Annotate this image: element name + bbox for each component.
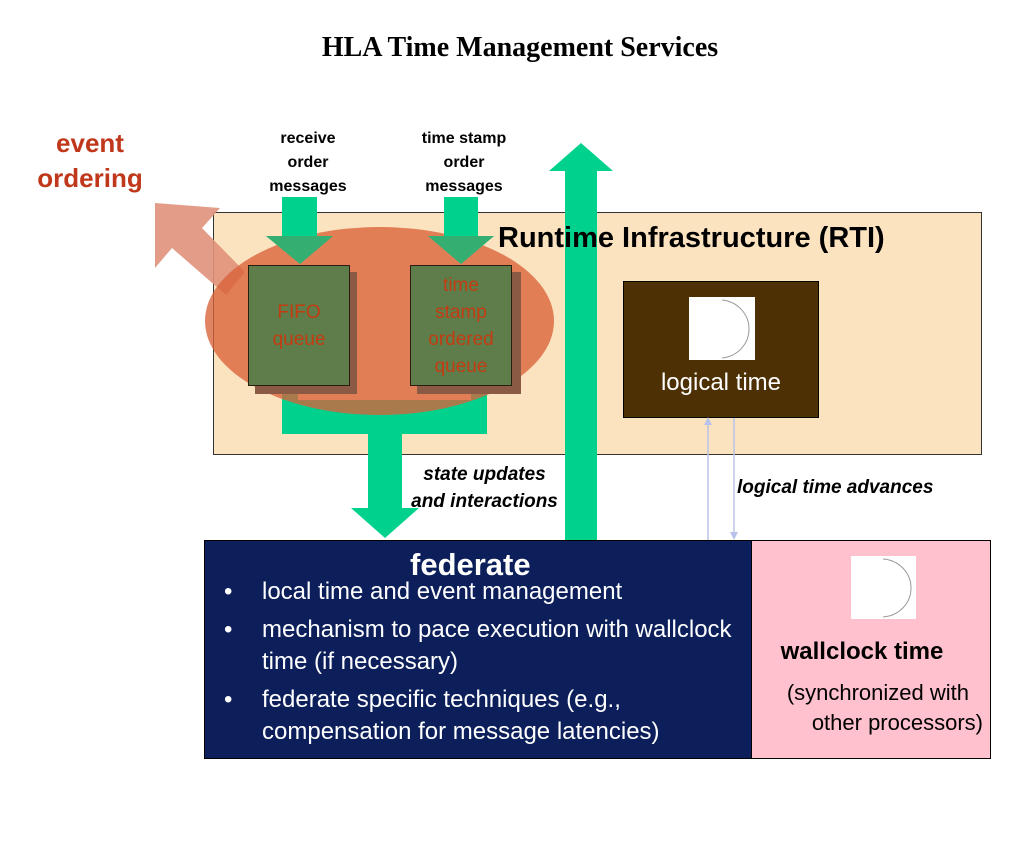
bullet-dot: • xyxy=(224,578,233,605)
bullet-dot: • xyxy=(224,616,233,643)
event-ordering-line1: event xyxy=(56,128,124,158)
wallclock-icon xyxy=(851,556,916,619)
bullet-text: federate specific techniques (e.g., comp… xyxy=(262,686,660,745)
state-updates-line2: and interactions xyxy=(411,491,558,512)
federate-outgoing-arrow xyxy=(549,143,613,540)
event-ordering-label: event ordering xyxy=(20,126,160,196)
wallclock-sub-line1: (synchronized with xyxy=(786,680,969,705)
wallclock-sub-line2: other processors) xyxy=(811,710,983,735)
receive-order-line1: receive xyxy=(280,130,336,147)
ts-queue-line2: stamp xyxy=(435,301,487,323)
receive-order-label: receive order messages xyxy=(248,127,368,199)
ts-queue-line4: queue xyxy=(434,355,488,377)
federate-title: federate xyxy=(410,547,531,582)
state-updates-arrow xyxy=(282,378,487,538)
federate-box xyxy=(204,540,752,759)
bullet-text: local time and event management xyxy=(262,578,623,605)
list-item: • mechanism to pace execution with wallcl… xyxy=(222,614,742,678)
rti-label: Runtime Infrastructure (RTI) xyxy=(498,222,885,254)
receive-order-line3: messages xyxy=(269,178,347,195)
wallclock-subtitle: (synchronized with other processors) xyxy=(751,678,987,738)
state-updates-label: state updates and interactions xyxy=(392,461,577,515)
bullet-dot: • xyxy=(224,686,233,713)
logical-time-advances-label: logical time advances xyxy=(737,477,934,498)
timestamp-ordered-queue: time stamp ordered queue xyxy=(410,265,512,386)
timestamp-order-arrow xyxy=(428,197,494,264)
receive-order-arrow xyxy=(266,197,333,264)
list-item: • federate specific techniques (e.g., com… xyxy=(222,684,742,748)
ts-queue-line3: ordered xyxy=(428,328,494,350)
timestamp-order-line2: order xyxy=(443,154,485,171)
fifo-queue-line1: FIFO xyxy=(277,301,321,323)
fifo-queue-line2: queue xyxy=(272,328,326,350)
ts-queue-line1: time xyxy=(443,274,479,296)
receive-order-line2: order xyxy=(287,154,329,171)
fifo-queue: FIFO queue xyxy=(248,265,350,386)
event-ordering-line2: ordering xyxy=(37,163,143,193)
timestamp-order-line1: time stamp xyxy=(421,130,507,147)
bullet-text: mechanism to pace execution with wallclo… xyxy=(262,616,732,675)
list-item: • local time and event management xyxy=(222,576,742,608)
timestamp-order-label: time stamp order messages xyxy=(399,127,529,199)
state-updates-line1: state updates xyxy=(423,464,546,485)
logical-clock-icon xyxy=(689,297,755,360)
federate-bullet-list: • local time and event management • mechan… xyxy=(222,576,742,754)
page-title: HLA Time Management Services xyxy=(321,32,719,63)
logical-time-label: logical time xyxy=(660,369,782,396)
wallclock-title: wallclock time xyxy=(780,638,944,665)
event-ordering-arrow xyxy=(155,203,245,295)
timestamp-order-line3: messages xyxy=(425,178,503,195)
